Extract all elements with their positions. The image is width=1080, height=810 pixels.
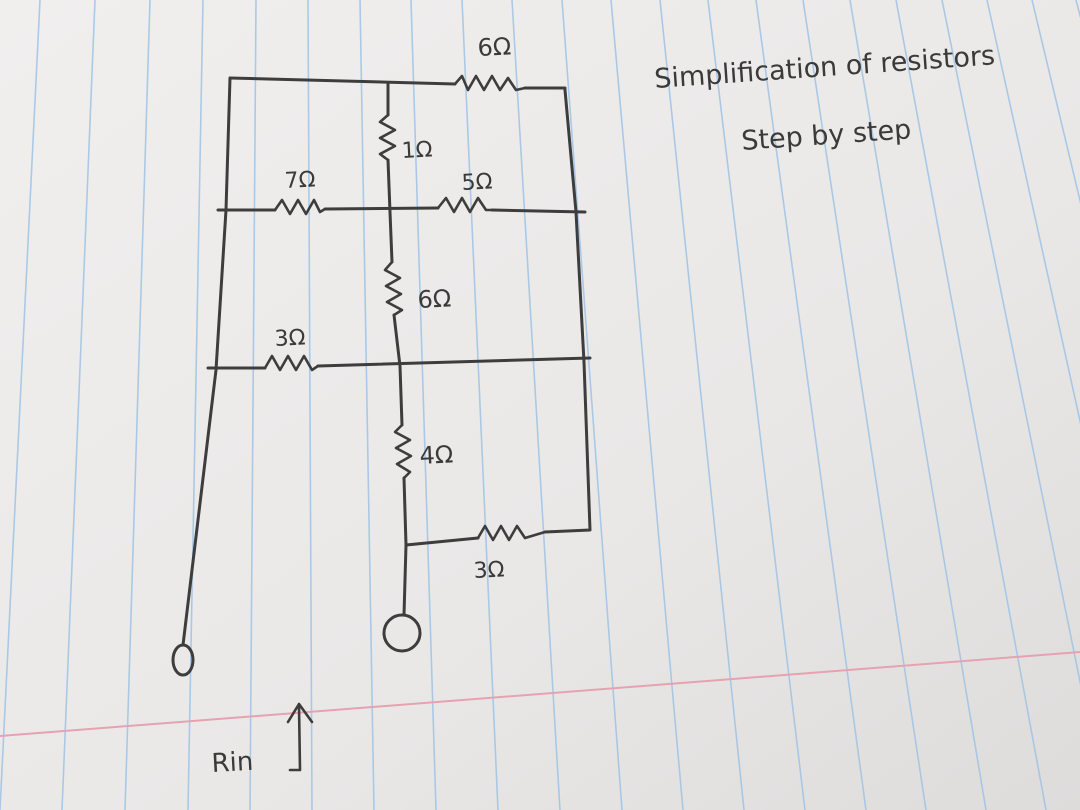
label-r-4: 4Ω bbox=[419, 440, 454, 470]
terminals bbox=[171, 613, 422, 677]
resistor-5ohm bbox=[436, 196, 494, 214]
label-r-top: 6Ω bbox=[477, 32, 512, 62]
resistor-symbols bbox=[263, 74, 547, 542]
label-r-7: 7Ω bbox=[284, 167, 316, 194]
label-r-3-left: 3Ω bbox=[274, 325, 306, 352]
terminal-left bbox=[171, 643, 195, 677]
resistor-4ohm bbox=[393, 423, 413, 480]
label-r-5: 5Ω bbox=[461, 169, 493, 196]
resistor-top-6ohm bbox=[453, 74, 527, 92]
rin-label: Rin bbox=[211, 747, 254, 779]
label-r-6-mid: 6Ω bbox=[417, 284, 452, 314]
circuit-wires bbox=[181, 76, 592, 647]
resistor-3ohm-bottom bbox=[476, 524, 547, 542]
label-r-3-bottom: 3Ω bbox=[473, 557, 505, 584]
resistor-1ohm bbox=[378, 113, 397, 162]
terminal-right bbox=[382, 613, 422, 653]
resistor-7ohm bbox=[273, 198, 327, 216]
resistor-3ohm-left bbox=[263, 354, 320, 372]
margin-line bbox=[0, 651, 1080, 737]
resistor-6ohm-mid bbox=[383, 260, 404, 317]
label-r-1: 1Ω bbox=[401, 137, 433, 164]
rin-arrow-icon bbox=[286, 702, 314, 772]
